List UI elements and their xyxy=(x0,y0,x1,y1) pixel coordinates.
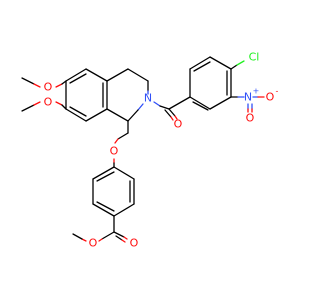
atom-carbonyl-oxygen: O xyxy=(174,118,183,131)
atom-ether-oxygen: O xyxy=(110,145,119,158)
atom-ester-carbonyl-oxygen: O xyxy=(130,237,139,250)
atom-amide-nitrogen: N xyxy=(144,92,152,105)
molecule-structure-diagram: Cl N + O - O N O O O O O O xyxy=(21,51,279,250)
atom-methoxy-oxygen-bottom: O xyxy=(44,96,53,109)
atom-nitro-charge-plus: + xyxy=(253,87,260,96)
atom-nitro-oxygen-double: O xyxy=(246,112,255,125)
atom-nitro-oxygen: O xyxy=(266,91,275,104)
atom-labels: Cl N + O - O N O O O O O O xyxy=(44,51,279,250)
atom-chlorine: Cl xyxy=(249,51,260,64)
atom-methoxy-oxygen-top: O xyxy=(44,81,53,94)
bond-lines xyxy=(21,56,265,243)
atom-nitro-charge-minus: - xyxy=(276,87,279,96)
atom-nitro-nitrogen: N xyxy=(244,91,252,104)
atom-ester-oxygen: O xyxy=(89,237,98,250)
